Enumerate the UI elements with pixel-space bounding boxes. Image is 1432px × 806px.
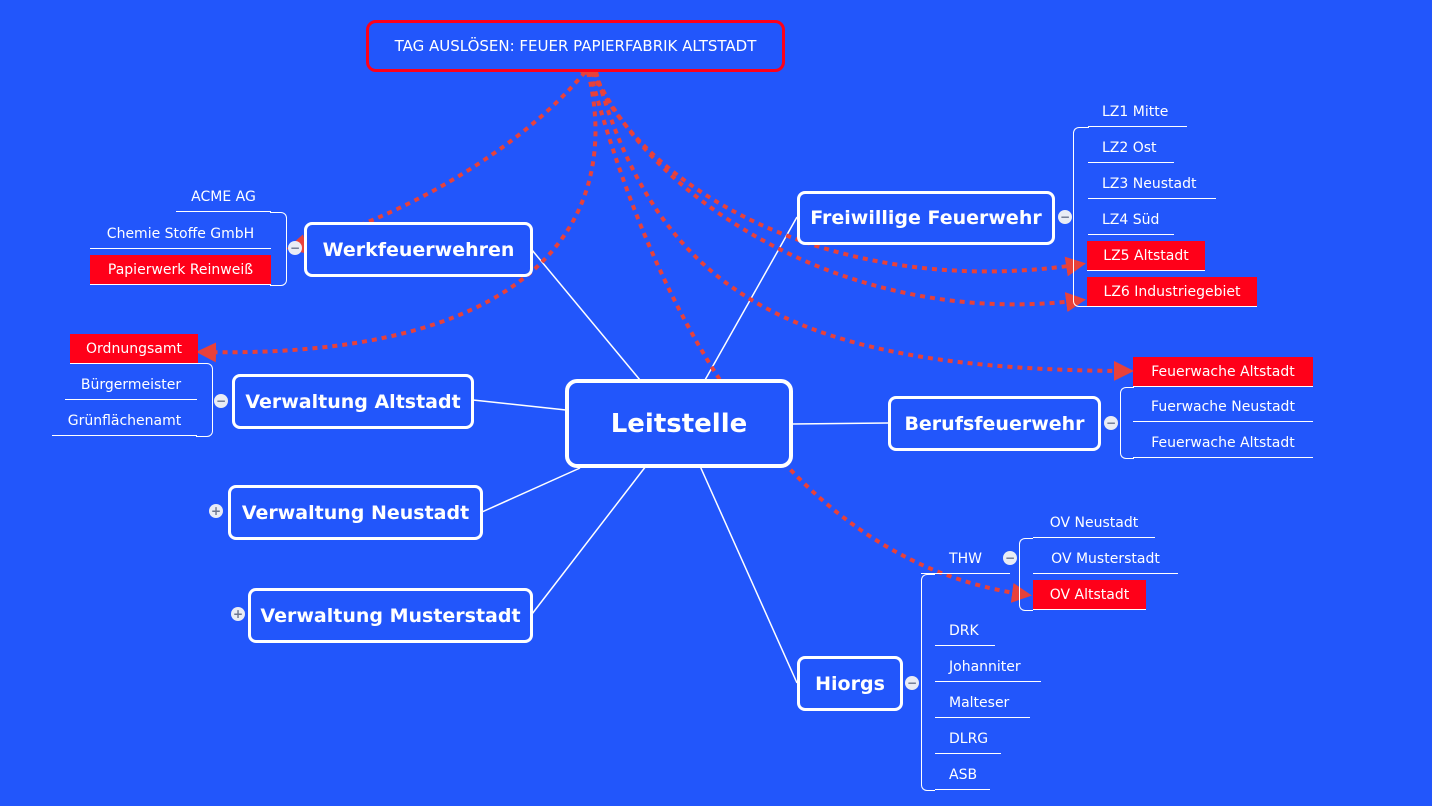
leaf-ov-altstadt[interactable]: OV Altstadt — [1033, 580, 1146, 610]
link-ordnungsamt — [196, 71, 598, 363]
leaf-chemie[interactable]: Chemie Stoffe GmbH — [90, 219, 271, 249]
leaf-ov-neustadt[interactable]: OV Neustadt — [1033, 508, 1155, 538]
leaf-johanniter[interactable]: Johanniter — [935, 652, 1041, 682]
node-verwaltung-altstadt[interactable]: Verwaltung Altstadt — [232, 374, 474, 429]
bracket — [921, 574, 935, 791]
node-werkfeuerwehren[interactable]: Werkfeuerwehren — [304, 222, 533, 277]
leaf-feuerwache-altstadt-highlight[interactable]: Feuerwache Altstadt — [1133, 357, 1313, 387]
leaf-dlrg[interactable]: DLRG — [935, 724, 1001, 754]
leaf-buergermeister[interactable]: Bürgermeister — [65, 370, 197, 400]
leaf-feuerwache-altstadt[interactable]: Feuerwache Altstadt — [1133, 428, 1313, 458]
bracket — [1073, 127, 1089, 307]
leaf-gruenflaechenamt[interactable]: Grünflächenamt — [52, 406, 197, 436]
leaf-acme[interactable]: ACME AG — [176, 182, 271, 212]
bracket — [270, 212, 287, 286]
leaf-lz4[interactable]: LZ4 Süd — [1088, 205, 1174, 235]
collapse-icon[interactable]: − — [905, 676, 919, 690]
edge-vm — [531, 465, 647, 615]
leaf-lz3[interactable]: LZ3 Neustadt — [1088, 169, 1216, 199]
leaf-drk[interactable]: DRK — [935, 616, 995, 646]
bracket — [196, 363, 213, 437]
leaf-asb[interactable]: ASB — [935, 760, 990, 790]
edge-hi — [699, 465, 798, 684]
leaf-malteser[interactable]: Malteser — [935, 688, 1030, 718]
link-ov-altstadt — [588, 71, 1032, 603]
expand-icon[interactable]: + — [231, 607, 245, 621]
edge-werk — [531, 249, 641, 381]
leaf-lz1[interactable]: LZ1 Mitte — [1088, 97, 1187, 127]
collapse-icon[interactable]: − — [288, 241, 302, 255]
link-lz6 — [592, 71, 1086, 312]
trigger-node[interactable]: TAG AUSLÖSEN: FEUER PAPIERFABRIK ALTSTAD… — [366, 20, 785, 72]
collapse-icon[interactable]: − — [214, 394, 228, 408]
bracket — [1019, 538, 1033, 611]
collapse-icon[interactable]: − — [1003, 551, 1017, 565]
edge-vn — [481, 467, 581, 513]
node-berufsfeuerwehr[interactable]: Berufsfeuerwehr — [888, 396, 1101, 451]
leaf-papierwerk[interactable]: Papierwerk Reinweiß — [90, 255, 271, 285]
edge-va — [472, 399, 567, 411]
leaf-lz2[interactable]: LZ2 Ost — [1088, 133, 1174, 163]
node-hiorgs[interactable]: Hiorgs — [797, 656, 903, 711]
link-feuerwache — [594, 71, 1134, 381]
leaf-ordnungsamt[interactable]: Ordnungsamt — [70, 334, 198, 364]
root-node-leitstelle[interactable]: Leitstelle — [565, 379, 793, 468]
leaf-ov-musterstadt[interactable]: OV Musterstadt — [1033, 544, 1178, 574]
bracket — [1120, 387, 1134, 459]
node-freiwillige-feuerwehr[interactable]: Freiwillige Feuerwehr — [797, 191, 1055, 245]
node-verwaltung-musterstadt[interactable]: Verwaltung Musterstadt — [248, 588, 533, 643]
leaf-lz5[interactable]: LZ5 Altstadt — [1087, 241, 1205, 271]
leaf-fuerwache-neustadt[interactable]: Fuerwache Neustadt — [1133, 392, 1313, 422]
node-verwaltung-neustadt[interactable]: Verwaltung Neustadt — [228, 485, 483, 540]
expand-icon[interactable]: + — [209, 504, 223, 518]
leaf-lz6[interactable]: LZ6 Industriegebiet — [1087, 277, 1257, 307]
leaf-thw[interactable]: THW — [921, 544, 1010, 574]
collapse-icon[interactable]: − — [1058, 210, 1072, 224]
collapse-icon[interactable]: − — [1104, 416, 1118, 430]
edge-bf — [791, 422, 889, 425]
